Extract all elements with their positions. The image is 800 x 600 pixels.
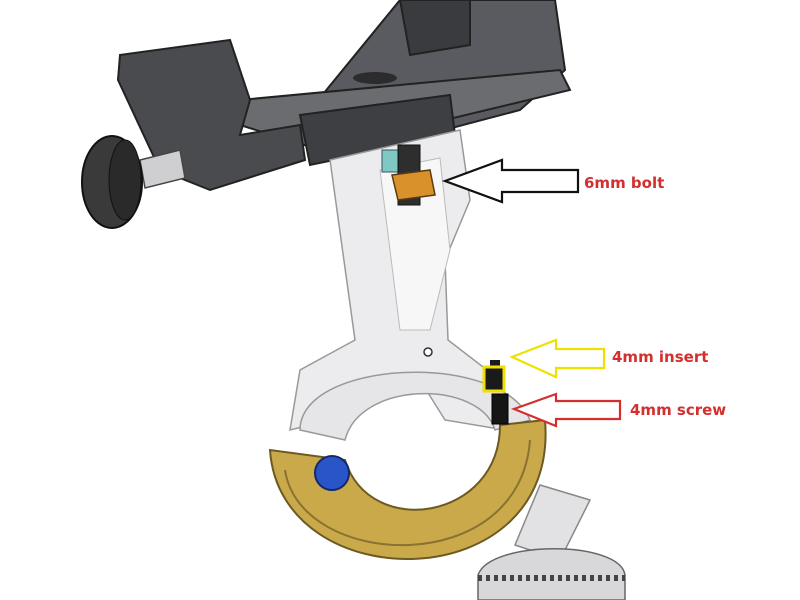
arrow-bolt — [441, 158, 580, 204]
label-insert: 4mm insert — [612, 348, 709, 366]
arrow-insert — [509, 338, 606, 379]
bolt-6mm — [381, 144, 436, 206]
clamp-ring — [268, 371, 547, 561]
arrow-screw — [510, 392, 622, 428]
insert-and-screw — [482, 360, 509, 425]
phone-holder — [116, 0, 572, 192]
label-bolt: 6mm bolt — [584, 174, 665, 192]
side-knob — [81, 135, 186, 229]
label-screw: 4mm screw — [630, 401, 727, 419]
bottom-knob — [477, 484, 626, 600]
